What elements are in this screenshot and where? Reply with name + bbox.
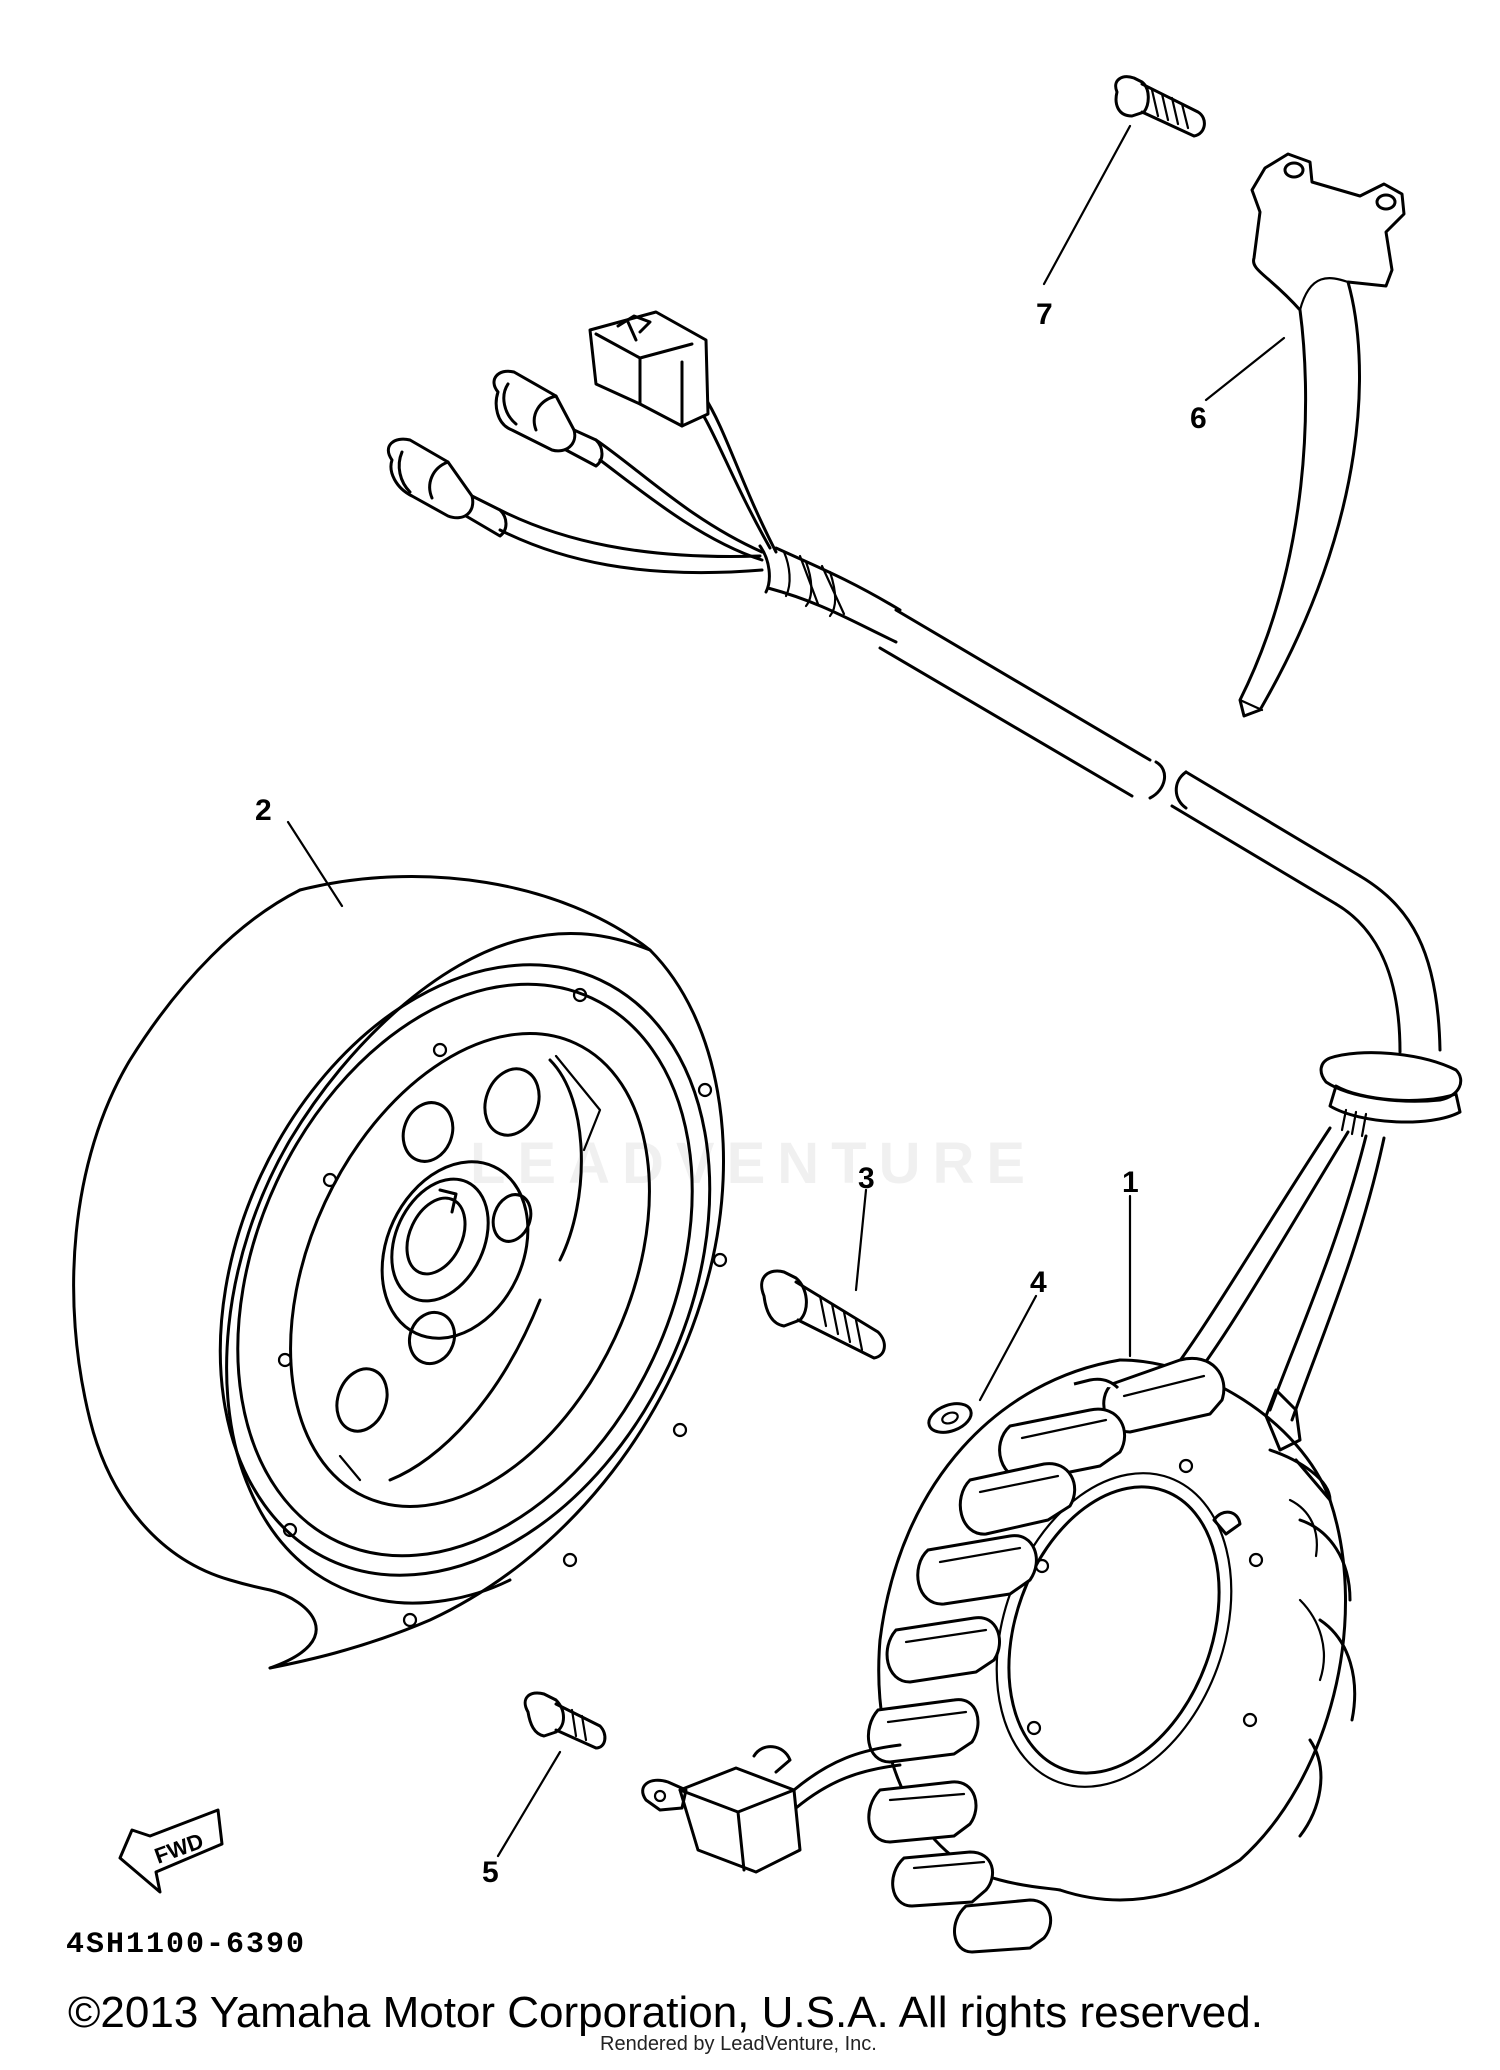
part-2-rotor-flywheel[interactable] [72, 875, 805, 1670]
harness-grommet[interactable] [1319, 1051, 1463, 1138]
callout-2: 2 [255, 794, 272, 827]
callout-3: 3 [858, 1162, 875, 1195]
rendered-by-notice: Rendered by LeadVenture, Inc. [600, 2033, 877, 2055]
callout-4: 4 [1030, 1266, 1047, 1299]
watermark: LEADVENTURE [470, 1131, 1038, 1196]
wiring-harness[interactable] [386, 310, 1442, 1054]
fwd-direction-arrow: FWD [118, 1808, 224, 1894]
copyright-notice: ©2013 Yamaha Motor Corporation, U.S.A. A… [68, 1988, 1263, 2037]
part-6-bracket[interactable] [1238, 152, 1406, 718]
leader-lines [286, 124, 1286, 1858]
callout-numbers: 1 2 3 4 5 6 7 [255, 298, 1207, 1889]
callout-6: 6 [1190, 402, 1207, 435]
part-7-bolt[interactable] [1114, 75, 1206, 138]
part-5-screw[interactable] [523, 1691, 607, 1750]
part-1-stator-assembly[interactable] [641, 1126, 1386, 1954]
callout-7: 7 [1036, 298, 1053, 331]
callout-1: 1 [1122, 1166, 1139, 1199]
part-3-bolt[interactable] [760, 1269, 886, 1360]
part-4-washer[interactable] [925, 1398, 975, 1437]
diagram-part-code: 4SH1100-6390 [66, 1928, 307, 1962]
callout-5: 5 [482, 1856, 499, 1889]
